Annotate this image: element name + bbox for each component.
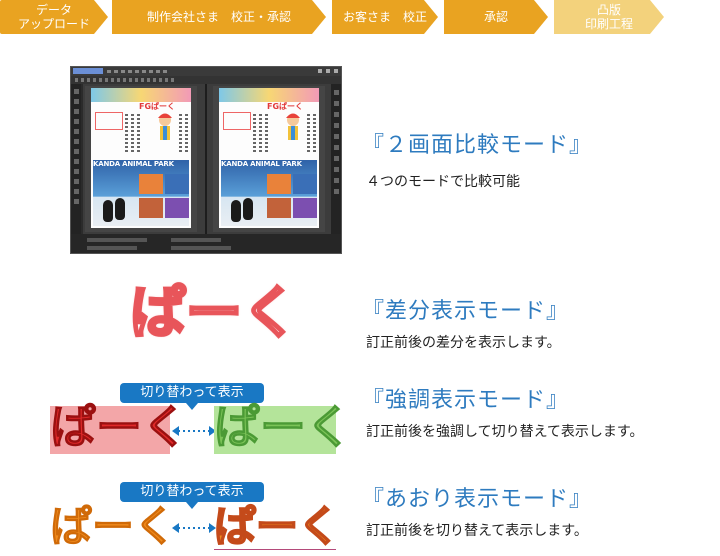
clown-illustration [286, 113, 300, 140]
editor-canvas: FGぱーく KANDA ANIMAL PARK FGぱーく KANDA ANI [83, 84, 331, 234]
step-client-review: お客さま 校正 [332, 0, 438, 34]
mode-desc-flicker: 訂正前後を切り替えて表示します。 [366, 523, 588, 539]
step-printing: 凸版 印刷工程 [554, 0, 664, 34]
mode-title-flicker: 『あおり表示モード』 [362, 487, 593, 512]
mode-desc-dual-compare: ４つのモードで比較可能 [366, 174, 520, 190]
mode-title-diff: 『差分表示モード』 [362, 299, 570, 324]
banner-text: KANDA ANIMAL PARK [221, 160, 302, 168]
mode-title-emphasis: 『強調表示モード』 [362, 388, 570, 413]
step-label: 制作会社さま 校正・承認 [146, 10, 291, 24]
page-title: FGぱーく [139, 102, 176, 111]
step-label: 凸版 印刷工程 [584, 3, 633, 31]
step-approval: 承認 [444, 0, 548, 34]
banner-text: KANDA ANIMAL PARK [93, 160, 174, 168]
step-label: 承認 [483, 10, 508, 24]
step-label: データ アップロード [17, 3, 90, 31]
proof-editor-screenshot: FGぱーく KANDA ANIMAL PARK FGぱーく KANDA ANI [70, 66, 342, 254]
flicker-word-after: ぱーく [213, 502, 341, 551]
baseline-rule [214, 549, 336, 550]
mode-desc-emphasis: 訂正前後を強調して切り替えて表示します。 [366, 424, 644, 440]
window-controls [318, 69, 338, 73]
step-data-upload: データ アップロード [0, 0, 108, 34]
compare-pane-right: FGぱーく KANDA ANIMAL PARK [213, 86, 325, 232]
highlight-green-box [214, 406, 336, 454]
compare-pane-left: FGぱーく KANDA ANIMAL PARK [85, 86, 197, 232]
mode-title-dual-compare: 『２画面比較モード』 [362, 133, 593, 158]
flicker-word-before: ぱーく [49, 502, 177, 551]
app-logo [73, 68, 103, 74]
mode-desc-diff: 訂正前後の差分を表示します。 [366, 335, 561, 351]
editor-statusbar [71, 234, 341, 253]
clown-illustration [158, 113, 172, 140]
highlight-red-box [50, 406, 170, 454]
proof-page: FGぱーく KANDA ANIMAL PARK [91, 88, 191, 228]
step-producer-review: 制作会社さま 校正・承認 [112, 0, 326, 34]
emphasis-word-after: ぱーく [214, 400, 353, 454]
editor-menubar [71, 67, 341, 76]
editor-left-toolbar [71, 84, 81, 234]
toggle-label-tag: 切り替わって表示 [120, 383, 264, 410]
double-arrow-icon [172, 523, 216, 533]
toggle-label-tag: 切り替わって表示 [120, 482, 264, 509]
editor-toolbar [71, 76, 341, 84]
process-steps: データ アップロード 制作会社さま 校正・承認 お客さま 校正 承認 凸版 印刷… [0, 0, 720, 34]
diff-word: ぱーく [129, 281, 300, 346]
emphasis-word-before: ぱーく [50, 400, 189, 454]
step-label: お客さま 校正 [342, 10, 427, 24]
page-title: FGぱーく [267, 102, 304, 111]
proof-page: FGぱーく KANDA ANIMAL PARK [219, 88, 319, 228]
double-arrow-icon [172, 426, 216, 436]
editor-right-toolbar [331, 84, 341, 234]
